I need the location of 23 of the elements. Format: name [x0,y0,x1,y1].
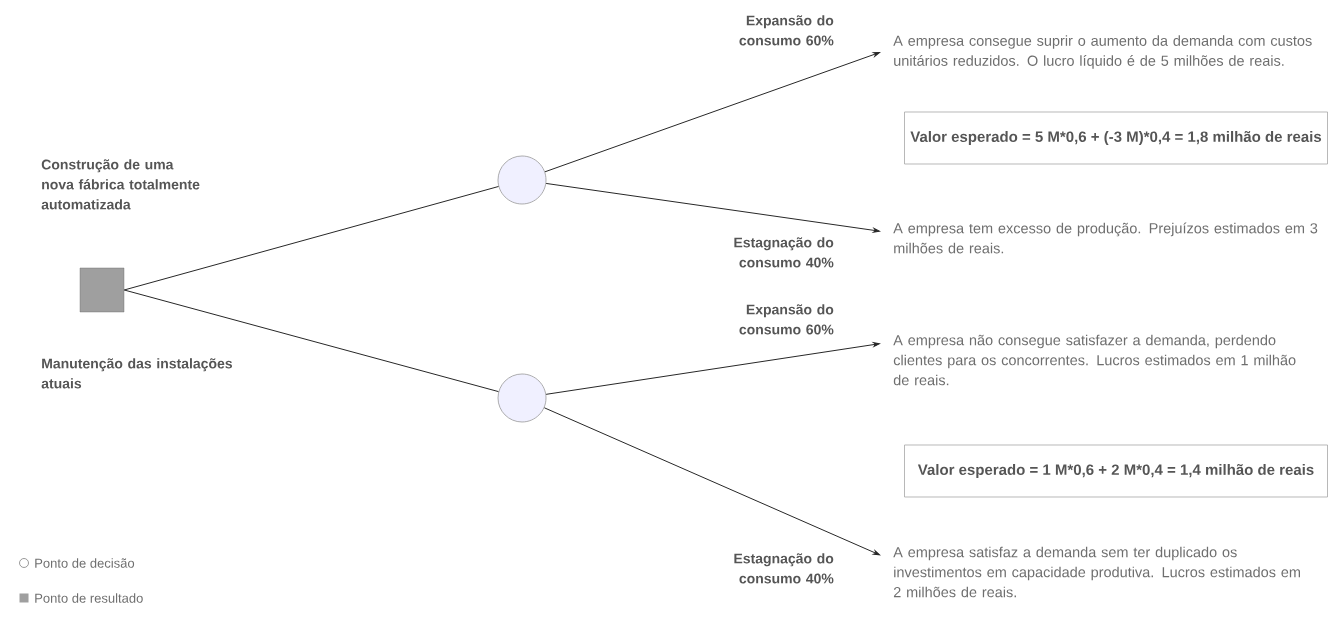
edge-label: Estagnação do consumo 40% [734,237,834,268]
branch-line [123,289,499,393]
legend-text: Ponto de decisão [35,558,135,568]
arrow [543,407,881,556]
chance-circle [497,373,547,423]
branch-line [123,186,499,291]
edge-label: Manutenção das instalações atuais [41,358,232,389]
value-box: Valor esperado = 1 M*0,6 + 2 M*0,4 = 1,4 milhão de reais [904,444,1328,498]
edge-label: Expansão do consumo 60% [739,15,834,46]
chance-circle [497,155,547,205]
edge-label: Expansão do consumo 60% [739,304,834,335]
edge-label: Construção de uma nova fábrica totalmente automatizada [41,159,200,210]
outcome-text: A empresa tem excesso de produção. Prejuízos estimados em 3 milhões de reais. [893,222,1318,254]
outcome-text: A empresa não consegue satisfazer a demanda, perdendo clientes para os concorrentes. Lucros estimados em 1 milhão de reais. [893,334,1296,386]
value-box: Valor esperado = 5 M*0,6 + (-3 M)*0,4 = 1,8 milhão de reais [904,111,1328,165]
arrow [544,52,880,173]
outcome-text: A empresa satisfaz a demanda sem ter duplicado os investimentos em capacidade produtiva. Lucros estimados em 2 milhões de reais. [893,546,1300,598]
legend-text: Ponto de resultado [35,593,143,603]
outcome-text: A empresa consegue suprir o aumento da demanda com custos unitários reduzidos. O lucro líquido é de 5 milhões de reais. [893,35,1312,69]
edge-label: Estagnação do consumo 40% [734,553,834,584]
arrow [545,342,880,395]
arrow [545,182,880,233]
decision-square [79,267,125,313]
